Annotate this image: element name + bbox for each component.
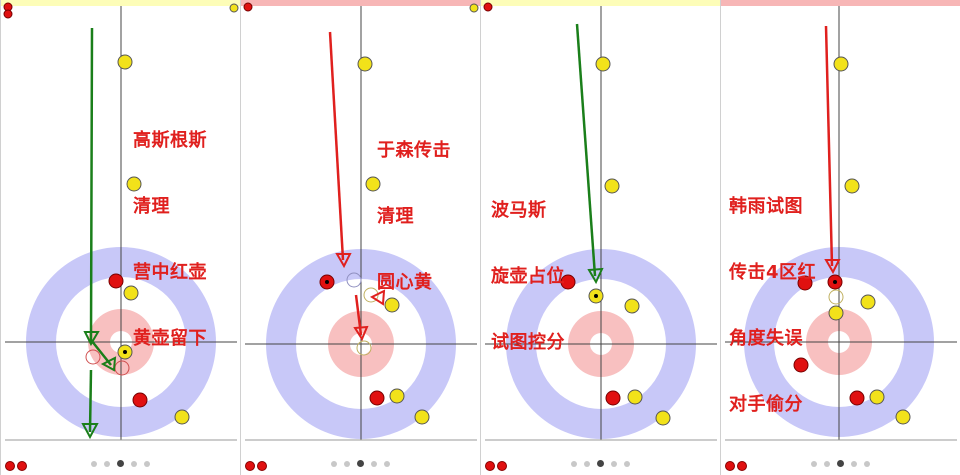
- red-stone: [560, 274, 576, 290]
- yellow-stone: [604, 178, 620, 194]
- caption-line: 黄壶留下: [133, 328, 207, 349]
- panel-footer: [721, 455, 960, 475]
- yellow-stone: [860, 294, 876, 310]
- sheet-panel-2: 于森传击 清理 圆心黄: [240, 0, 480, 475]
- yellow-stone: [828, 305, 844, 321]
- shot-caption: 韩雨试图 传击4区红 角度失误 对手偷分: [729, 152, 816, 460]
- curling-sheet-2: [243, 2, 479, 441]
- yellow-stone: [833, 56, 849, 72]
- red-stone: [797, 275, 813, 291]
- stones-remaining: [725, 461, 747, 471]
- pager[interactable]: [481, 460, 720, 467]
- yellow-stone: [655, 410, 671, 426]
- target-marker: [833, 280, 837, 284]
- shot-path-arrow: [88, 369, 93, 433]
- caption-line: 试图控分: [491, 332, 565, 353]
- sheet-panel-1: 高斯根斯 清理 营中红壶 黄壶留下: [0, 0, 240, 475]
- caption-line: 波马斯: [491, 200, 547, 221]
- yellow-stone: [365, 176, 381, 192]
- shot-path-arrow: [575, 23, 597, 277]
- ghost-stone: [346, 272, 362, 288]
- yellow-stone: [117, 54, 133, 70]
- top-strip: [241, 0, 480, 6]
- red-stone: [849, 390, 865, 406]
- caption-line: 韩雨试图: [729, 196, 803, 217]
- stones-remaining: [485, 461, 507, 471]
- pager[interactable]: [1, 460, 240, 467]
- red-stone: [483, 2, 493, 12]
- caption-line: 圆心黄: [377, 272, 433, 293]
- yellow-stone-ghost: [356, 340, 372, 356]
- yellow-stone: [229, 3, 239, 13]
- red-stone: [132, 392, 148, 408]
- caption-line: 高斯根斯: [133, 130, 207, 151]
- curling-sheet-3: [483, 2, 717, 441]
- yellow-stone: [123, 285, 139, 301]
- sheet-panel-4: 韩雨试图 传击4区红 角度失误 对手偷分: [720, 0, 960, 475]
- panel-footer: [481, 455, 720, 475]
- yellow-stone-ghost: [828, 289, 844, 305]
- caption-line: 清理: [133, 196, 170, 217]
- red-stone: [369, 390, 385, 406]
- arrow-head: [824, 259, 841, 275]
- caption-line: 对手偷分: [729, 394, 803, 415]
- target-marker: [594, 294, 598, 298]
- red-stone: [605, 390, 621, 406]
- shot-caption: 于森传击 清理 圆心黄: [377, 96, 451, 338]
- pager[interactable]: [241, 460, 480, 467]
- yellow-stone: [844, 178, 860, 194]
- yellow-stone: [895, 409, 911, 425]
- arrow-head: [83, 331, 100, 347]
- red-stone: [108, 273, 124, 289]
- arrow-head: [100, 356, 117, 372]
- caption-line: 传击4区红: [729, 262, 817, 283]
- sheet-panel-3: 波马斯 旋壶占位 试图控分: [480, 0, 720, 475]
- red-stone-ghost: [85, 349, 101, 365]
- shot-path-arrow: [328, 31, 345, 261]
- yellow-stone: [469, 3, 479, 13]
- yellow-stone: [414, 409, 430, 425]
- panel-footer: [241, 455, 480, 475]
- caption-line: 旋壶占位: [491, 266, 565, 287]
- caption-line: 于森传击: [377, 140, 451, 161]
- yellow-stone: [126, 176, 142, 192]
- red-stone: [243, 2, 253, 12]
- shot-path-arrow: [89, 27, 112, 366]
- yellow-stone: [174, 409, 190, 425]
- yellow-stone: [624, 298, 640, 314]
- top-strip: [1, 0, 240, 6]
- top-strip: [721, 0, 960, 6]
- caption-line: 角度失误: [729, 328, 803, 349]
- yellow-stone: [357, 56, 373, 72]
- shot-path-arrow: [824, 25, 834, 267]
- target-marker: [123, 350, 127, 354]
- yellow-stone: [384, 297, 400, 313]
- stones-remaining: [5, 461, 27, 471]
- panel-footer: [1, 455, 240, 475]
- arrow-head: [335, 253, 352, 269]
- stones-remaining: [245, 461, 267, 471]
- caption-line: 营中红壶: [133, 262, 207, 283]
- arrow-head: [81, 423, 99, 440]
- target-marker: [325, 280, 329, 284]
- curling-sheet-1: [3, 2, 239, 441]
- top-strip: [481, 0, 720, 6]
- yellow-stone: [627, 389, 643, 405]
- caption-line: 清理: [377, 206, 414, 227]
- shot-caption: 高斯根斯 清理 营中红壶 黄壶留下: [133, 86, 207, 394]
- yellow-stone: [389, 388, 405, 404]
- shot-caption: 波马斯 旋壶占位 试图控分: [491, 156, 565, 398]
- yellow-stone: [595, 56, 611, 72]
- curling-sheet-4: [725, 6, 957, 441]
- red-stone: [3, 9, 13, 19]
- arrow-head: [369, 289, 386, 306]
- red-stone: [793, 357, 809, 373]
- arrow-head: [587, 267, 604, 285]
- arrow-head: [353, 325, 369, 342]
- yellow-stone: [869, 389, 885, 405]
- pager[interactable]: [721, 460, 960, 467]
